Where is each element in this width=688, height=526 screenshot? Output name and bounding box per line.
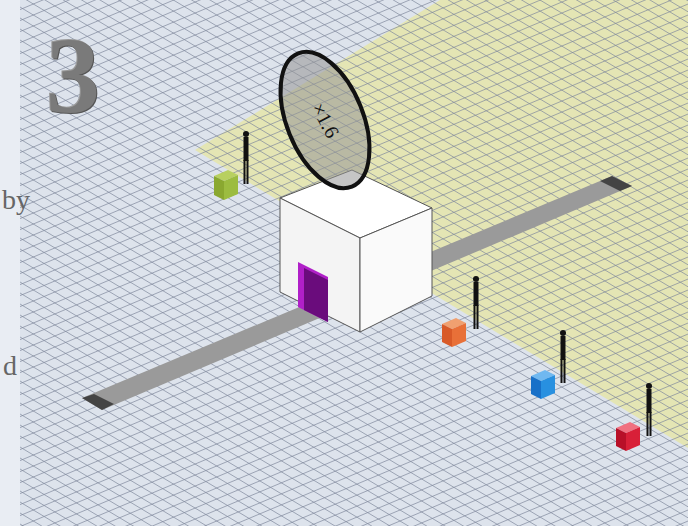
left-strip	[0, 0, 20, 526]
cube-left	[280, 198, 360, 332]
door-inside	[304, 268, 328, 322]
suitcase	[214, 170, 238, 200]
suitcase	[442, 318, 466, 347]
runway-end	[82, 394, 114, 410]
cube-right	[360, 208, 432, 332]
cube-door	[298, 262, 328, 322]
step-number: 3	[46, 22, 100, 130]
person-figure	[473, 276, 479, 329]
suitcase	[616, 422, 640, 451]
suitcase	[531, 370, 555, 399]
ellipse-sign: ×1.6	[272, 42, 378, 198]
cut-text: by	[2, 186, 30, 214]
person-figure	[560, 330, 566, 383]
person-figure	[243, 131, 249, 184]
person-figure	[646, 383, 652, 436]
cut-text: d	[3, 352, 17, 380]
runway-end	[600, 176, 632, 191]
